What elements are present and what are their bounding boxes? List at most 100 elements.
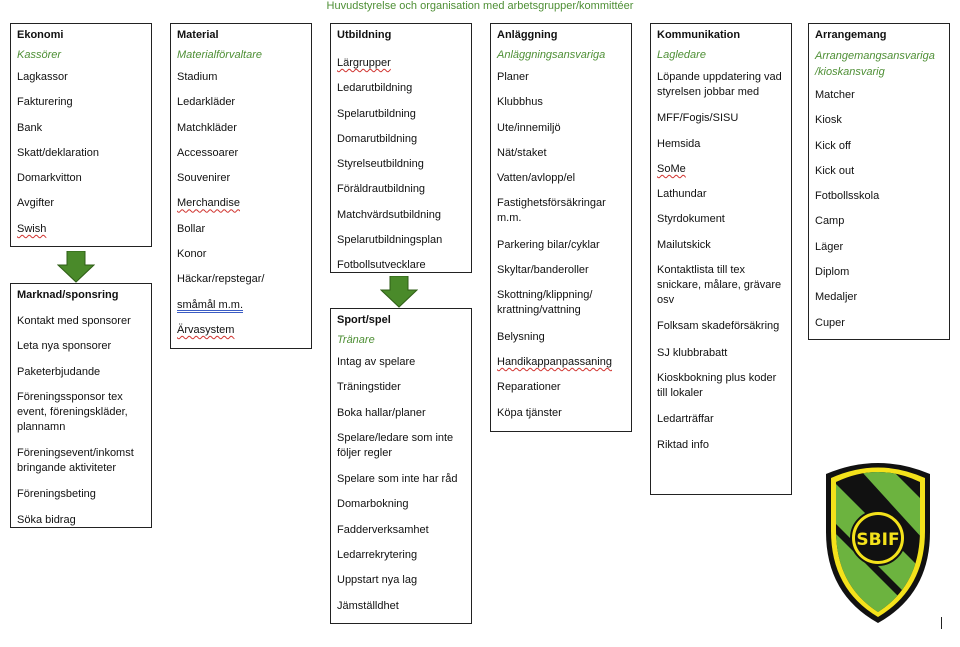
list-item: Spelare som inte har råd <box>337 473 458 486</box>
list-item: Lärgrupper <box>337 57 391 69</box>
list-item: Fadderverksamhet <box>337 523 429 536</box>
list-item: Träningstider <box>337 381 401 394</box>
list-item: Accessoarer <box>177 146 239 159</box>
list-item: Cuper <box>815 316 845 329</box>
list-item: Nät/staket <box>497 146 547 159</box>
list-item: Kontaktlista till tex snickare, målare, … <box>657 264 782 307</box>
list-item: Matchkläder <box>177 121 237 134</box>
list-item: Spelare/ledare som inte följer regler <box>337 431 454 459</box>
list-item: Ute/innemiljö <box>497 121 561 134</box>
list-item: Bollar <box>177 222 206 235</box>
arrangemang-box: Arrangemang Arrangemangsansvariga /kiosk… <box>808 23 950 340</box>
list-item: Domarbokning <box>337 498 409 511</box>
material-title: Material <box>177 29 219 41</box>
list-item: Föreningsbeting <box>17 488 96 501</box>
list-item: Domarutbildning <box>337 132 418 145</box>
text-cursor <box>941 617 942 629</box>
list-item: MFF/Fogis/SISU <box>657 112 739 125</box>
list-item: Diplom <box>815 266 850 279</box>
list-item: Riktad info <box>657 438 709 451</box>
list-item: Ärvasystem <box>177 323 235 336</box>
anlaggning-role: Anläggningsansvariga <box>497 49 606 61</box>
list-item: Kontakt med sponsorer <box>17 315 131 327</box>
list-item: Spelarutbildningsplan <box>337 234 443 247</box>
list-item: Matcher <box>815 89 855 101</box>
sport-title: Sport/spel <box>337 314 391 326</box>
list-item: Swish <box>17 222 47 235</box>
ekonomi-role: Kassörer <box>17 49 62 61</box>
list-item: Merchandise <box>177 197 240 210</box>
list-item: Leta nya sponsorer <box>17 340 112 353</box>
list-item: Söka bidrag <box>17 513 76 526</box>
list-item: Avgifter <box>17 197 55 210</box>
list-item: Klubbhus <box>497 96 543 109</box>
material-box: Material Materialförvaltare Stadium Leda… <box>170 23 312 349</box>
list-item: Intag av spelare <box>337 356 416 368</box>
list-item: Kioskbokning plus koder till lokaler <box>657 371 777 399</box>
list-item: Föräldrautbildning <box>337 183 426 196</box>
kommunikation-title: Kommunikation <box>657 29 741 41</box>
list-item: Matchvärdsutbildning <box>337 208 441 221</box>
list-item: Belysning <box>497 330 545 343</box>
marknad-title: Marknad/sponsring <box>17 289 119 301</box>
list-item: Fastighetsförsäkringar m.m. <box>497 197 606 225</box>
list-item: Skottning/klippning/ krattning/vattning <box>497 289 593 317</box>
down-arrow-icon <box>380 276 418 308</box>
list-item: Vatten/avlopp/el <box>497 172 576 185</box>
list-item: Spelarutbildning <box>337 107 416 120</box>
utbildning-title: Utbildning <box>337 29 392 41</box>
list-item: Parkering bilar/cyklar <box>497 238 600 251</box>
list-item: Styrelseutbildning <box>337 158 424 171</box>
kommunikation-role: Lagledare <box>657 49 706 61</box>
list-item: Medaljer <box>815 291 858 304</box>
utbildning-box: Utbildning Lärgrupper Ledarutbildning Sp… <box>330 23 472 273</box>
list-item: Konor <box>177 248 207 261</box>
list-item: Fotbollsutvecklare <box>337 259 426 272</box>
marknad-box: Marknad/sponsring Kontakt med sponsorer … <box>10 283 152 528</box>
list-item: Ledarutbildning <box>337 82 413 95</box>
page-title: Huvudstyrelse och organisation med arbet… <box>326 0 634 12</box>
list-item: Häckar/repstegar/ <box>177 273 265 286</box>
list-item: Kick out <box>815 164 855 177</box>
list-item: Ledarträffar <box>657 413 714 426</box>
list-item: Föreningssponsor tex event, föreningsklä… <box>17 390 128 433</box>
list-item: Löpande uppdatering vad styrelsen jobbar… <box>657 71 782 98</box>
list-item: Kiosk <box>815 114 842 127</box>
list-item: Ledarkläder <box>177 96 236 109</box>
list-item: SoMe <box>657 162 686 175</box>
list-item: Stadium <box>177 71 218 83</box>
list-item: Camp <box>815 215 845 228</box>
sbif-logo: SBIF <box>826 463 930 623</box>
list-item: Skyltar/banderoller <box>497 264 589 277</box>
sport-box: Sport/spel Tränare Intag av spelare Trän… <box>330 308 472 624</box>
list-item: Domarkvitton <box>17 172 82 185</box>
list-item: Planer <box>497 71 529 83</box>
list-item: Läger <box>815 240 844 253</box>
arrangemang-title: Arrangemang <box>815 29 887 41</box>
list-item: Lathundar <box>657 188 707 201</box>
list-item: Kick off <box>815 139 851 152</box>
kommunikation-box: Kommunikation Lagledare Löpande uppdater… <box>650 23 792 495</box>
list-item: Boka hallar/planer <box>337 406 426 419</box>
list-item: Ledarrekrytering <box>337 549 418 562</box>
material-role: Materialförvaltare <box>177 49 262 61</box>
list-item: Handikappanpassaning <box>497 355 612 368</box>
list-item: Folksam skadeförsäkring <box>657 320 780 333</box>
arrangemang-role: Arrangemangsansvariga /kioskansvarig <box>815 50 935 78</box>
ekonomi-box: Ekonomi Kassörer Lagkassor Fakturering B… <box>10 23 152 247</box>
list-item: Jämställdhet <box>337 599 399 612</box>
list-item: Fotbollsskola <box>815 190 880 203</box>
list-item: SJ klubbrabatt <box>657 346 728 359</box>
down-arrow-icon <box>57 251 95 283</box>
list-item: Bank <box>17 121 43 134</box>
sport-role: Tränare <box>337 334 375 346</box>
list-item: Reparationer <box>497 381 561 394</box>
list-item: Fakturering <box>17 96 73 109</box>
list-item: Uppstart nya lag <box>337 574 418 587</box>
anlaggning-title: Anläggning <box>497 29 558 41</box>
list-item: Mailutskick <box>657 238 711 251</box>
list-item: småmål m.m. <box>177 298 243 311</box>
list-item: Paketerbjudande <box>17 365 101 378</box>
list-item: Skatt/deklaration <box>17 146 99 159</box>
list-item: Lagkassor <box>17 71 68 83</box>
